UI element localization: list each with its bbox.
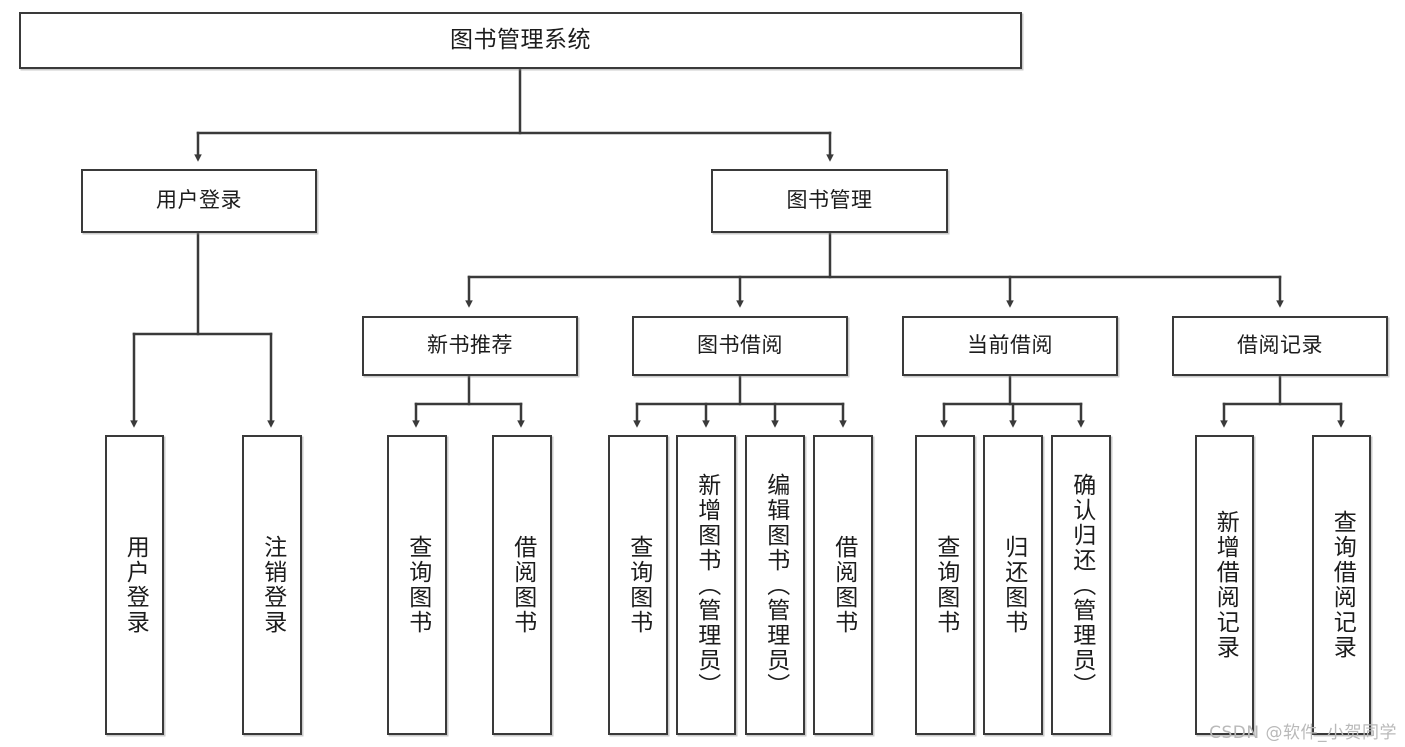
node-leaf-query-book-recommend[interactable]: 查询图书 — [387, 435, 447, 735]
node-leaf-user-login[interactable]: 用户登录 — [105, 435, 164, 735]
node-leaf-query-book-current[interactable]: 查询图书 — [915, 435, 975, 735]
node-leaf-logout[interactable]: 注销登录 — [242, 435, 302, 735]
node-new-book-recommend[interactable]: 新书推荐 — [362, 316, 578, 376]
node-label: 查询图书 — [404, 535, 431, 635]
node-leaf-query-borrow-record[interactable]: 查询借阅记录 — [1312, 435, 1371, 735]
node-label: 注销登录 — [259, 535, 286, 635]
node-label: 查询图书 — [932, 535, 959, 635]
node-label: 新增借阅记录 — [1212, 510, 1239, 660]
node-label: 查询图书 — [625, 535, 652, 635]
node-label: 借阅记录 — [1237, 333, 1323, 358]
node-root-system[interactable]: 图书管理系统 — [19, 12, 1022, 69]
node-borrow-record[interactable]: 借阅记录 — [1172, 316, 1388, 376]
node-label: 图书管理系统 — [450, 26, 591, 53]
node-label: 新书推荐 — [427, 333, 513, 358]
node-label: 确认归还（管理员） — [1068, 472, 1095, 698]
node-label: 查询借阅记录 — [1329, 510, 1356, 660]
node-book-borrow[interactable]: 图书借阅 — [632, 316, 848, 376]
node-leaf-edit-book-admin[interactable]: 编辑图书（管理员） — [745, 435, 805, 735]
node-label: 借阅图书 — [830, 535, 857, 635]
node-current-borrow[interactable]: 当前借阅 — [902, 316, 1118, 376]
node-book-management[interactable]: 图书管理 — [711, 169, 948, 233]
node-label: 编辑图书（管理员） — [762, 472, 789, 698]
node-leaf-borrow-book[interactable]: 借阅图书 — [813, 435, 873, 735]
node-label: 图书管理 — [786, 188, 873, 213]
node-label: 新增图书（管理员） — [693, 472, 720, 698]
node-label: 借阅图书 — [509, 535, 536, 635]
node-label: 归还图书 — [1000, 535, 1027, 635]
node-leaf-add-book-admin[interactable]: 新增图书（管理员） — [676, 435, 736, 735]
node-leaf-return-book[interactable]: 归还图书 — [983, 435, 1043, 735]
node-label: 用户登录 — [156, 188, 242, 213]
node-leaf-confirm-return-admin[interactable]: 确认归还（管理员） — [1051, 435, 1111, 735]
node-leaf-borrow-book-recommend[interactable]: 借阅图书 — [492, 435, 552, 735]
node-leaf-add-borrow-record[interactable]: 新增借阅记录 — [1195, 435, 1254, 735]
node-user-login[interactable]: 用户登录 — [81, 169, 317, 233]
node-leaf-query-book-borrow[interactable]: 查询图书 — [608, 435, 668, 735]
node-label: 图书借阅 — [697, 333, 783, 358]
node-label: 用户登录 — [122, 535, 149, 635]
node-label: 当前借阅 — [967, 333, 1053, 358]
